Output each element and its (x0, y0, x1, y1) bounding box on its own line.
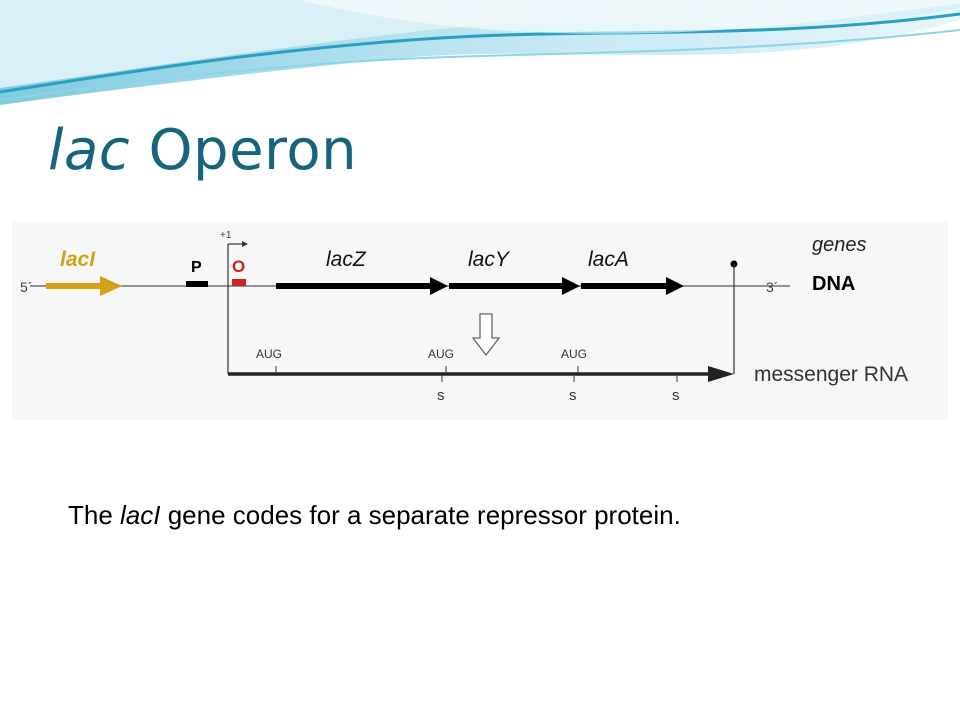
mrna-label: messenger RNA (754, 363, 908, 386)
slide-title-italic: lac (48, 118, 131, 183)
header-waves-decoration (0, 0, 960, 105)
slide-caption: The lacI gene codes for a separate repre… (68, 500, 681, 531)
laci-label: lacI (60, 248, 96, 271)
start-arrow-head (242, 241, 248, 247)
caption-italic: lacI (120, 500, 161, 530)
operator-box (232, 279, 246, 286)
dna-label: DNA (812, 273, 855, 295)
aug-label-1: AUG (256, 347, 282, 361)
laci-arrow-head (100, 276, 122, 296)
gene-label-lacz: lacZ (326, 248, 367, 271)
five-prime-label: 5´ (20, 279, 32, 295)
gene-label-lacy: lacY (468, 248, 511, 271)
lacz-arrow-head (430, 277, 448, 295)
lacy-arrow-head (562, 277, 580, 295)
three-prime-label: 3´ (766, 279, 778, 295)
mrna-arrow-head (708, 366, 734, 382)
caption-before: The (68, 500, 121, 530)
stop-label-1: s (437, 387, 445, 404)
slide-title-rest: Operon (130, 118, 358, 183)
stop-label-2: s (569, 387, 577, 404)
genes-label: genes (812, 234, 867, 256)
promoter-box (186, 281, 208, 287)
gene-label-laca: lacA (588, 248, 629, 271)
operator-label: O (232, 257, 245, 276)
aug-label-2: AUG (428, 347, 454, 361)
plus-one-label: +1 (220, 230, 232, 241)
slide-title: lac Operon (48, 118, 357, 183)
transcription-down-arrow (471, 313, 501, 357)
laca-arrow-head (666, 277, 684, 295)
caption-after: gene codes for a separate repressor prot… (160, 500, 681, 530)
stop-label-3: s (672, 387, 680, 404)
aug-label-3: AUG (561, 347, 587, 361)
promoter-label: P (191, 259, 202, 276)
